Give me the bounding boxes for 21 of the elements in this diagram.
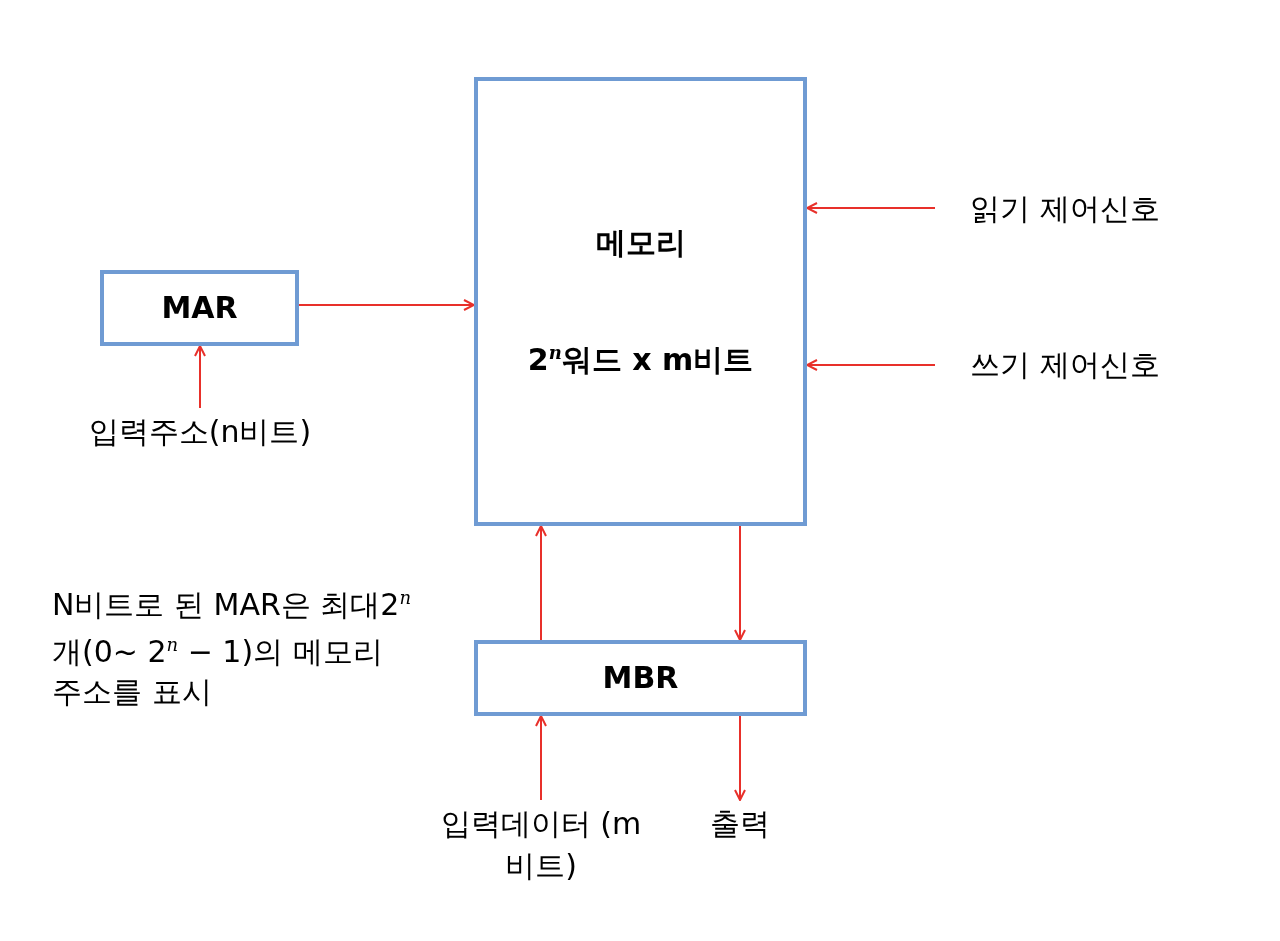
arrow — [535, 715, 547, 801]
arrow — [806, 359, 936, 371]
input-label: 입력주소(n비트) — [88, 413, 312, 451]
memory-text: 메모리 — [595, 224, 686, 262]
note-text: N비트로 된 MAR은 최대2$^{n}$ 개(0~ 2$^{n}$ − 1)의 메모리 주소를 표시 — [52, 586, 412, 711]
signal-label: 쓰기 제어신호 — [970, 346, 1160, 384]
register-box — [100, 270, 299, 346]
arrow — [298, 299, 475, 311]
output-label: 출력 — [710, 805, 770, 843]
arrow — [535, 525, 547, 641]
arrow — [806, 202, 936, 214]
register-name: MBR — [602, 659, 679, 697]
register-name: MAR — [161, 289, 238, 327]
memory-text: 2$^{n}$워드 x m비트 — [527, 341, 754, 379]
memory-box — [474, 77, 807, 526]
arrow — [734, 715, 746, 801]
signal-label: 읽기 제어신호 — [970, 190, 1160, 228]
register-box — [474, 640, 807, 716]
input-label: 입력데이터 (m비트) — [439, 805, 643, 885]
arrow — [194, 345, 206, 409]
arrow — [734, 525, 746, 641]
